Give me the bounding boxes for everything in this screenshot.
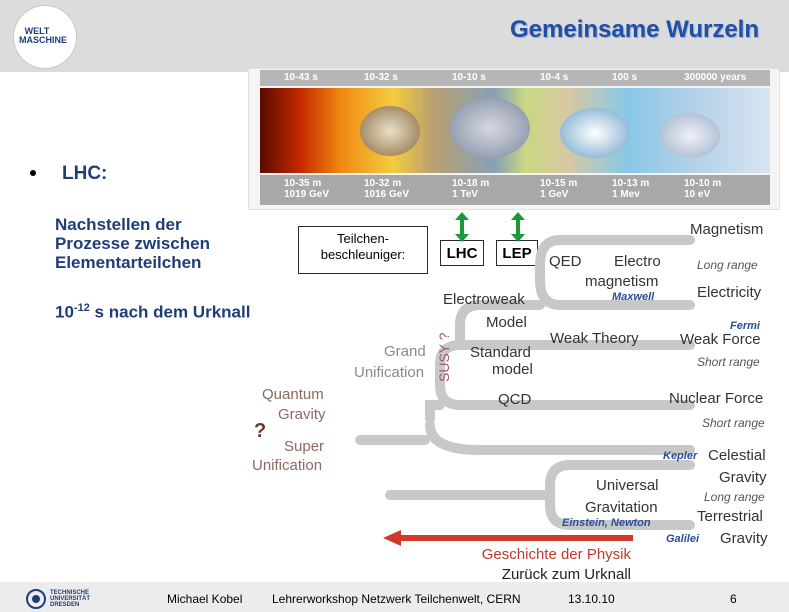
timeline-scale-bar <box>260 175 770 205</box>
label-weak-force: Weak Force <box>680 331 761 348</box>
label-standard: Standard <box>470 344 531 361</box>
time-label: 10-10 s <box>452 72 486 83</box>
double-arrow-icon <box>511 212 525 242</box>
lep-box: LEP <box>496 240 538 266</box>
label-magnetism-2: magnetism <box>585 273 659 290</box>
label-gravitation: Gravitation <box>585 499 658 516</box>
label-unification: Unification <box>354 364 425 381</box>
label-long-range: Long range <box>697 258 758 272</box>
label-electricity: Electricity <box>697 284 762 301</box>
footer-page-number: 6 <box>730 592 737 606</box>
label-qcd: QCD <box>498 391 532 408</box>
label-qed: QED <box>549 253 582 270</box>
label-maxwell: Maxwell <box>612 291 655 303</box>
footer-bar <box>0 582 789 612</box>
particle-cluster <box>450 98 530 158</box>
particle-cluster <box>560 108 630 158</box>
particle-cluster <box>360 106 420 156</box>
footer-date: 13.10.10 <box>568 592 615 606</box>
logo-text-line2: MASCHINE <box>18 35 67 45</box>
time-label: 10-4 s <box>540 72 569 83</box>
particle-cluster <box>660 113 720 158</box>
tu-dresden-logo: TECHNISCHE UNIVERSITÄT DRESDEN <box>26 589 98 609</box>
footer-author: Michael Kobel <box>167 592 243 606</box>
lhc-heading: LHC: <box>62 163 108 184</box>
label-kepler: Kepler <box>663 450 698 462</box>
timeline-time-bar <box>260 70 770 86</box>
label-susy: SUSY ? <box>436 332 452 382</box>
label-unification-2: Unification <box>252 457 323 474</box>
question-mark: ? <box>254 420 267 442</box>
time-label: 10-43 s <box>284 72 318 83</box>
history-caption: Geschichte der Physik Zurück zum Urknall <box>481 546 631 583</box>
label-grand: Grand <box>384 343 426 360</box>
label-magnetism: Magnetism <box>690 221 764 238</box>
label-galilei: Galilei <box>666 533 700 545</box>
lhc-description: Nachstellen der Prozesse zwischen Elemen… <box>55 215 210 272</box>
big-bang-spectrum <box>260 88 770 173</box>
label-electroweak: Electroweak <box>443 291 525 308</box>
label-gravity-2: Gravity <box>719 469 767 486</box>
double-arrow-icon <box>455 212 469 242</box>
label-celestial: Celestial <box>708 447 766 464</box>
university-seal-icon <box>26 589 46 609</box>
label-model: Model <box>486 314 527 331</box>
label-electro: Electro <box>614 253 661 270</box>
label-einstein-newton: Einstein, Newton <box>562 517 651 529</box>
label-gravity-3: Gravity <box>720 530 768 547</box>
label-universal: Universal <box>596 477 659 494</box>
slide-title: Gemeinsame Wurzeln <box>510 16 759 43</box>
label-nuclear-force: Nuclear Force <box>669 390 764 407</box>
label-long-range-2: Long range <box>704 490 765 504</box>
bullet-dot <box>30 170 36 176</box>
weltmaschine-logo: WELT MASCHINE <box>14 6 76 68</box>
header-band <box>0 0 789 72</box>
logo-text-line1: WELT <box>24 26 50 36</box>
accelerator-label-box: Teilchen- beschleuniger: <box>298 226 428 274</box>
history-arrow-icon <box>383 530 633 546</box>
time-label: 300000 years <box>684 72 747 83</box>
label-fermi: Fermi <box>730 320 760 332</box>
footer-event: Lehrerworkshop Netzwerk Teilchenwelt, CE… <box>272 592 521 606</box>
label-gravity: Gravity <box>278 406 326 423</box>
label-short-range: Short range <box>697 355 760 369</box>
label-super: Super <box>284 438 325 455</box>
label-quantum: Quantum <box>262 386 324 403</box>
time-label: 100 s <box>612 72 638 83</box>
label-model-2: model <box>492 361 533 378</box>
university-name: TECHNISCHE UNIVERSITÄT DRESDEN <box>50 590 91 608</box>
time-label: 10-32 s <box>364 72 398 83</box>
label-short-range-2: Short range <box>702 416 765 430</box>
label-terrestrial: Terrestrial <box>697 508 763 525</box>
label-weak-theory: Weak Theory <box>550 330 639 347</box>
unification-tree <box>355 235 695 530</box>
time-after-big-bang: 10-12 s nach dem Urknall <box>55 302 251 322</box>
